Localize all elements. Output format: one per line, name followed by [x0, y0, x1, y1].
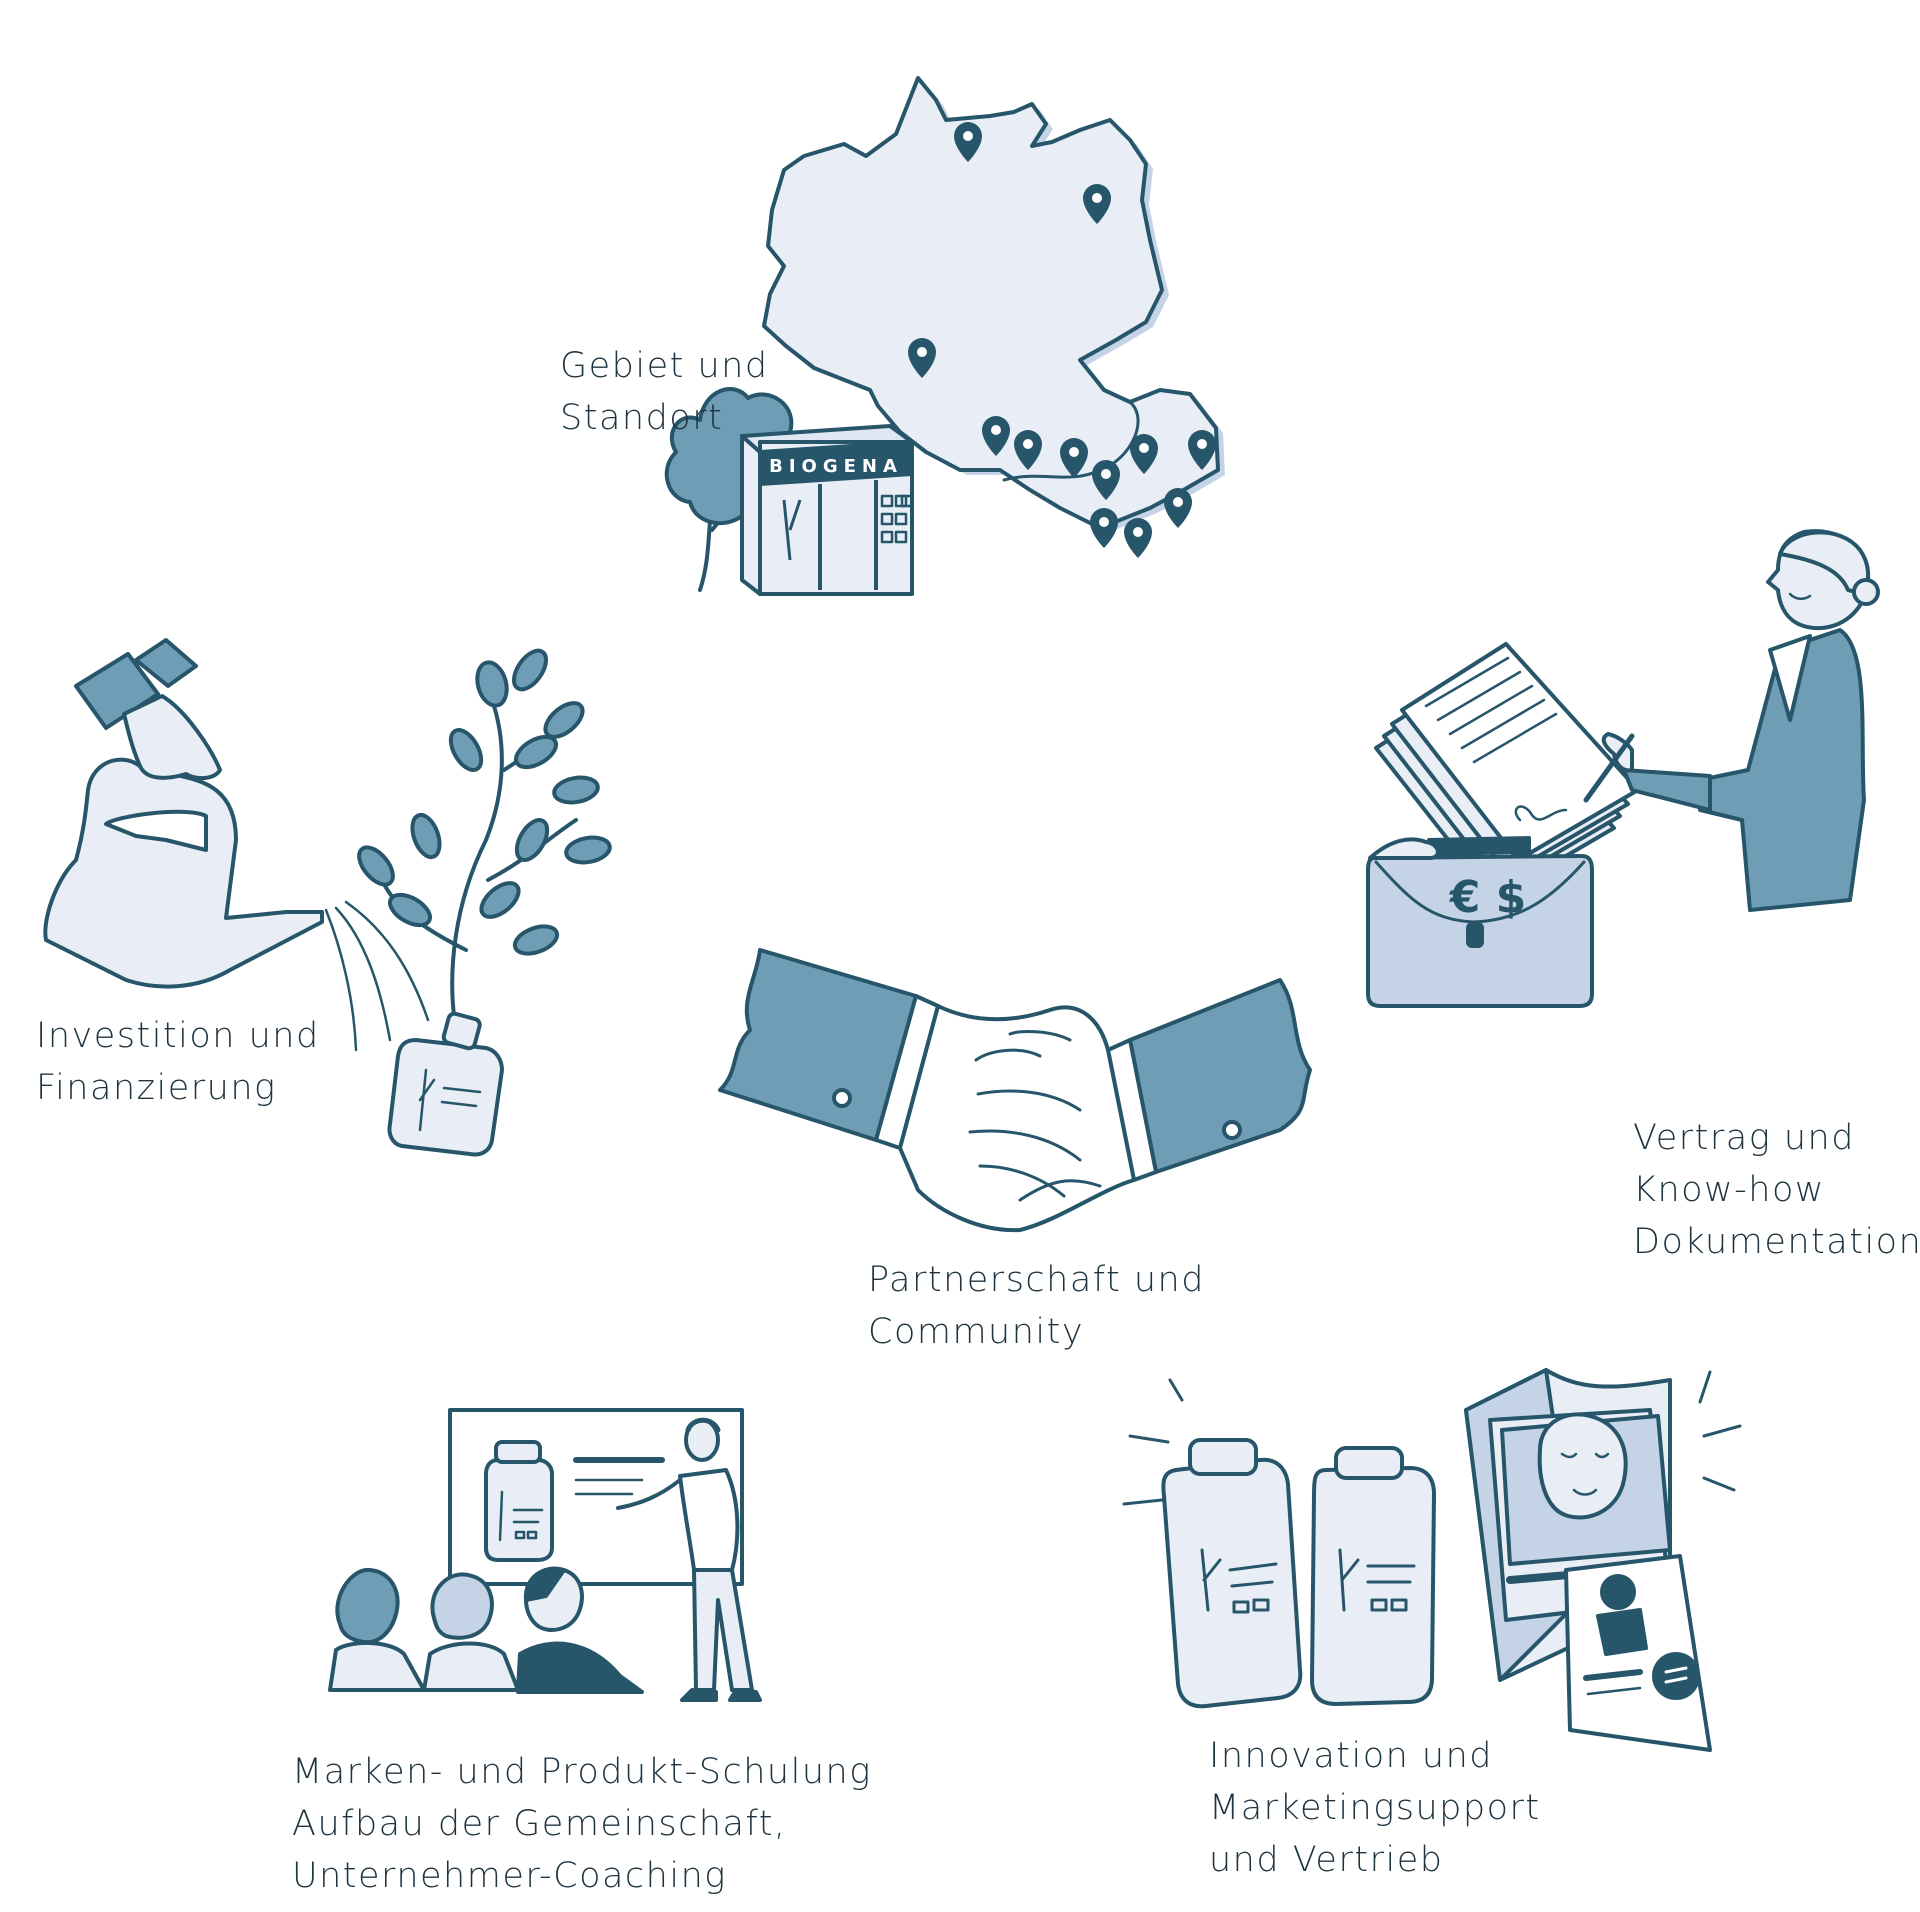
presentation-icon: [328, 1408, 762, 1702]
label-vertrag: Vertrag und Know-how Dokumentation: [1633, 1118, 1920, 1262]
label-gebiet: Gebiet und Standort: [560, 346, 769, 438]
watering-can-plant-icon: [43, 638, 612, 1157]
label-investition: Investition und Finanzierung: [36, 1016, 320, 1108]
label-schulung: Marken- und Produkt-Schulung Aufbau der …: [292, 1752, 872, 1896]
label-innovation: Innovation und Marketingsupport und Vert…: [1209, 1736, 1541, 1880]
contract-signing-icon: € $: [1366, 529, 1880, 1008]
currency-symbols: € $: [1449, 872, 1527, 923]
store-sign: BIOGENA: [769, 456, 903, 477]
products-brochures-icon: [1122, 1368, 1742, 1752]
handshake-icon: [718, 948, 1312, 1233]
map-store-icon: BIOGENA: [664, 76, 1225, 596]
label-partnerschaft: Partnerschaft und Community: [868, 1260, 1205, 1352]
